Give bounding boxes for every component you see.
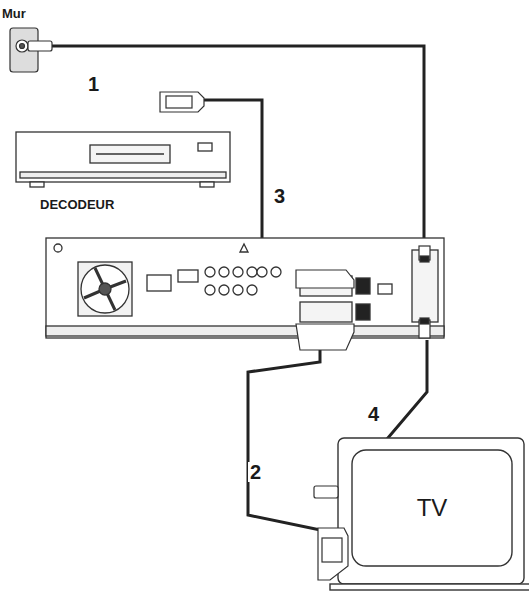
node-text: TV <box>417 494 448 522</box>
recorder-rear-panel <box>46 238 444 338</box>
wall-socket <box>10 28 52 72</box>
scart-cable <box>248 350 330 532</box>
callout-number: 1 <box>86 74 101 94</box>
wall-label: Mur <box>2 4 42 22</box>
antenna-plug <box>419 246 430 338</box>
scart-plug <box>296 270 354 350</box>
tv-plugs <box>314 486 348 580</box>
scart-plug <box>160 92 204 112</box>
callout-number: 2 <box>248 462 263 482</box>
tv-set <box>330 438 529 590</box>
callout-number: 3 <box>272 186 287 206</box>
decoder-label: DECODEUR <box>40 194 160 214</box>
callout-number: 4 <box>366 404 381 424</box>
antenna-cable <box>52 46 424 246</box>
node-text: Mur <box>2 6 26 21</box>
tv-screen: TV <box>366 462 498 554</box>
decoder-device <box>16 132 230 187</box>
node-text: DECODEUR <box>40 197 114 212</box>
